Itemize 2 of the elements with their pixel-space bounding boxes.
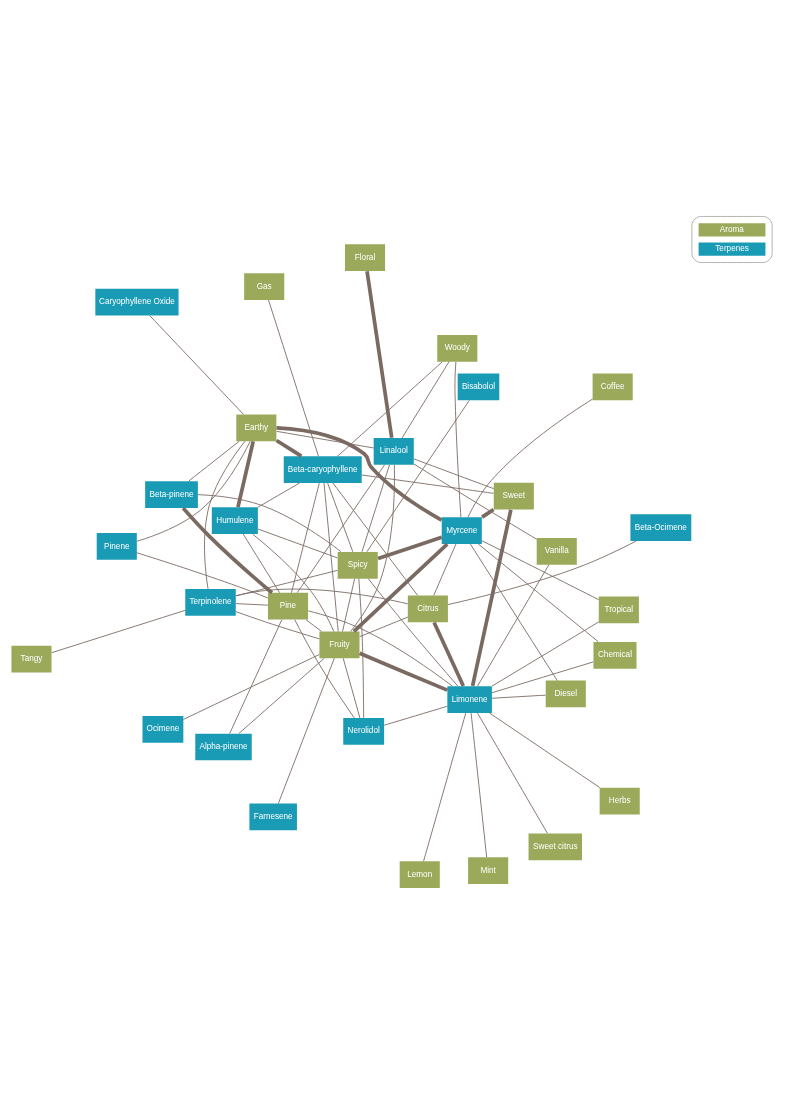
legend-label: Aroma [719, 224, 744, 234]
legend-label: Terpenes [715, 244, 749, 254]
